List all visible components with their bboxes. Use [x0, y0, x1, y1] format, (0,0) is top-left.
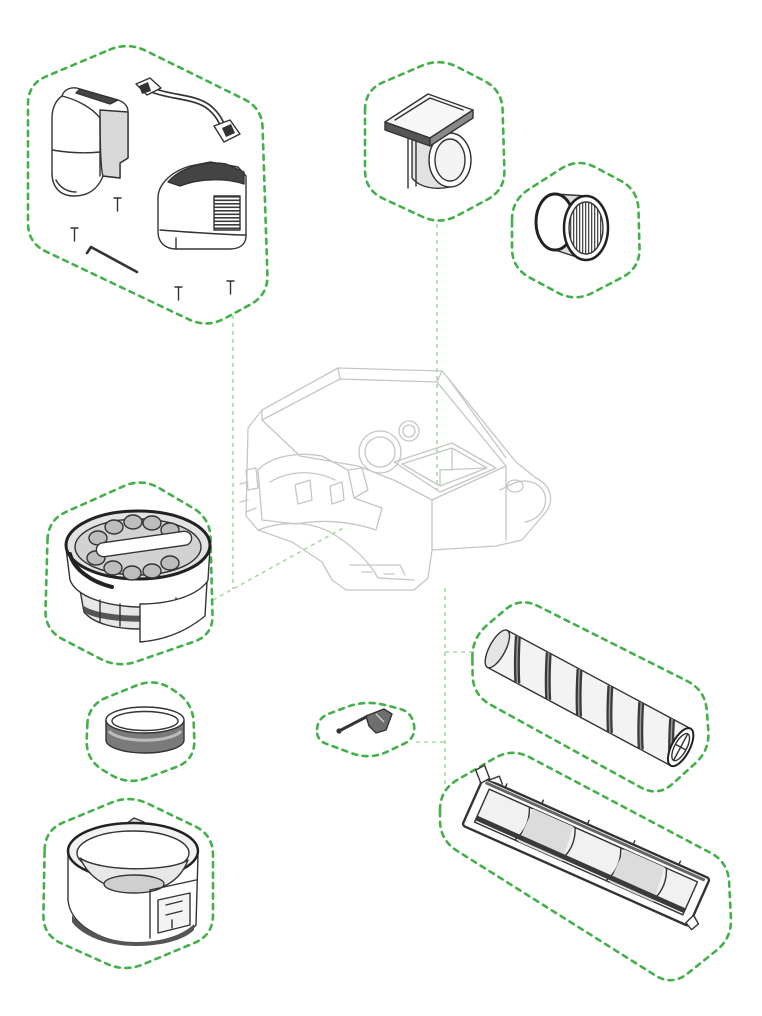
- robot-wheel-bumper: [499, 480, 547, 523]
- cone: [122, 565, 142, 581]
- robot-bin-opening-inner: [401, 447, 488, 487]
- cyclone-rim-shadow: [68, 552, 114, 589]
- outline-pin-latch: [315, 701, 416, 758]
- bin-base-floor: [103, 874, 165, 894]
- filter-pleats: [568, 201, 604, 255]
- frame-top-rail: [484, 781, 706, 882]
- cyclone-assembly-icon: [64, 509, 212, 643]
- cone: [103, 560, 123, 576]
- frame-end-clip-left: [475, 764, 504, 785]
- brush-roll-hub-spokes: [672, 733, 689, 762]
- cyclone-crossbar: [95, 530, 193, 558]
- screw-1: [113, 197, 122, 212]
- bin-base-bottom-band: [72, 915, 194, 946]
- brush-bar-frame-icon: [461, 764, 711, 931]
- connector-lines: [212, 224, 472, 787]
- robot-body-icon: [239, 367, 552, 591]
- ring-highlight: [107, 729, 183, 742]
- robot-front-faces: [431, 465, 507, 551]
- robot-wheel-hub: [506, 479, 524, 493]
- frame-bristle-strip: [475, 815, 686, 913]
- left-shell-contour: [51, 95, 101, 193]
- robot-side-rollers: [239, 467, 259, 513]
- frame-top-teeth: [504, 783, 682, 866]
- post-motor-filter-icon: [534, 192, 610, 262]
- robot-button-inner: [402, 424, 416, 438]
- right-shell-base-line: [159, 229, 247, 250]
- group-outlines: [26, 44, 733, 982]
- latch-highlight: [375, 713, 385, 723]
- cyclone-side-panel: [139, 581, 208, 643]
- frame-end-clip-right: [685, 914, 700, 931]
- ring-inner-edge: [111, 710, 179, 732]
- helix-highlight: [516, 635, 673, 766]
- motor-lid-side: [429, 109, 474, 147]
- outline-seal-ring: [85, 681, 196, 783]
- robot-cyclone-cavity: [257, 453, 383, 531]
- frame-inner: [473, 788, 699, 916]
- left-shell-side-shade: [99, 109, 129, 179]
- robot-cavity-details: [269, 467, 369, 505]
- robot-cap-inner: [364, 436, 396, 468]
- pin-shaft: [339, 714, 370, 732]
- robot-button-outer: [398, 420, 420, 442]
- left-housing-shell: [51, 87, 129, 197]
- cone: [123, 514, 143, 530]
- brush-roll-icon: [484, 629, 695, 768]
- motor-module-icon: [384, 93, 474, 189]
- motor-lid-ridge: [394, 97, 464, 121]
- screw-2: [70, 227, 79, 242]
- robot-cap-outer: [358, 430, 402, 474]
- seal-ring-icon: [105, 706, 185, 754]
- left-shell-top-strip: [75, 88, 119, 105]
- harness-connector-left-socket: [139, 82, 151, 94]
- outline-motor-module: [363, 60, 506, 222]
- outline-filter: [510, 161, 641, 299]
- cone: [142, 563, 162, 579]
- right-shell-top-cap: [167, 162, 245, 187]
- outline-brush-frame: [438, 751, 733, 982]
- latch-body: [365, 708, 393, 734]
- frame-panel-shade: [518, 808, 665, 902]
- brush-roll-helix: [513, 635, 676, 766]
- robot-front-lip: [257, 522, 415, 581]
- cone: [104, 519, 124, 535]
- robot-bin-opening: [393, 442, 497, 493]
- robot-top-edges: [261, 367, 507, 459]
- outline-bin-base: [42, 797, 215, 970]
- connector-cyclone: [212, 526, 346, 601]
- cone: [142, 515, 162, 531]
- outline-housing-kit: [26, 44, 269, 325]
- brush-roll-rear-cap: [484, 629, 511, 669]
- cyclone-cones: [86, 514, 180, 581]
- outline-cyclone: [44, 481, 214, 666]
- screw-4: [226, 280, 235, 295]
- outline-brush-roll: [471, 601, 710, 793]
- motor-face-inner: [434, 138, 466, 182]
- screw-icon: [70, 197, 235, 301]
- harness-connector-right-socket: [222, 124, 235, 137]
- pin-head: [336, 728, 342, 734]
- cone: [160, 555, 180, 571]
- robot-outer-shell: [245, 367, 552, 591]
- pin-latch-icon: [336, 708, 393, 734]
- allen-key-icon: [85, 245, 139, 274]
- right-housing-shell: [157, 161, 247, 250]
- bin-base-icon: [66, 817, 200, 946]
- bin-base-panel-details: [149, 879, 197, 939]
- wiring-harness: [135, 77, 241, 143]
- housing-shells-kit-icon: [51, 77, 247, 301]
- screw-3: [174, 286, 183, 301]
- right-shell-grille: [213, 195, 241, 231]
